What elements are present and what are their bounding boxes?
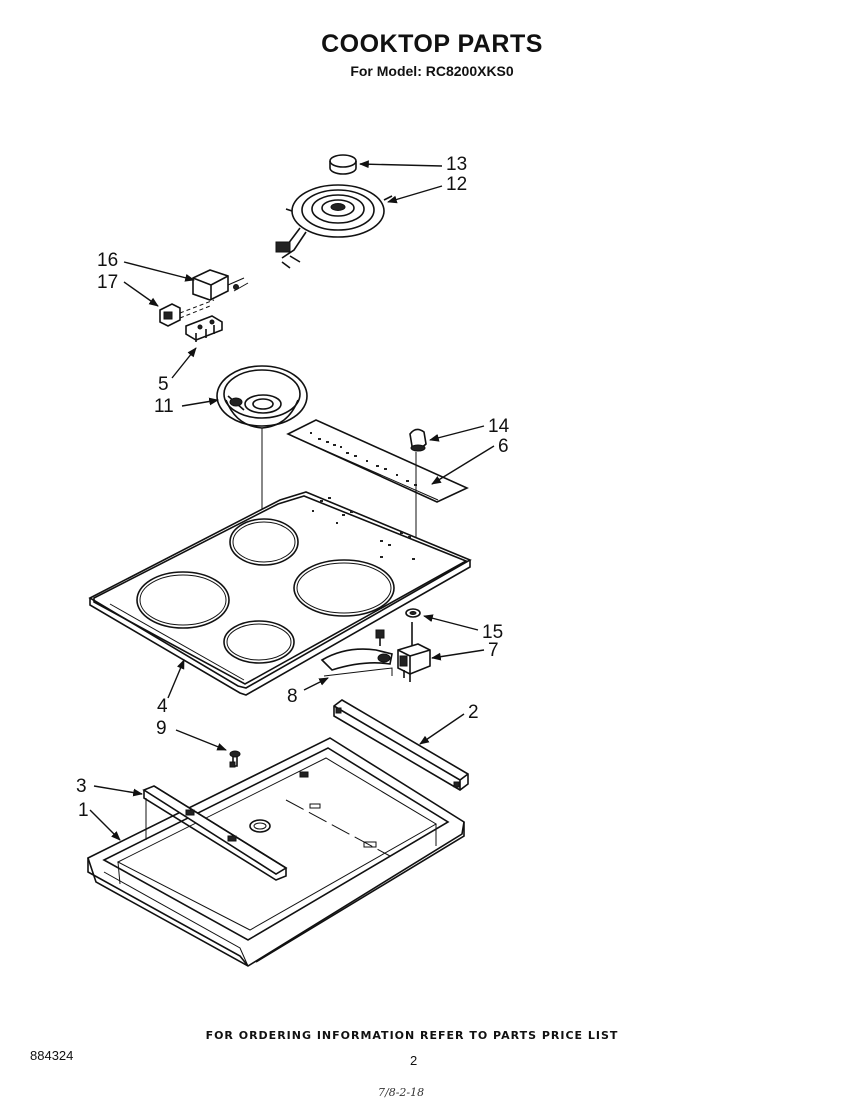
part-7-switch <box>397 622 431 682</box>
page-title: COOKTOP PARTS <box>321 30 543 58</box>
callout-16: 16 <box>97 250 118 271</box>
document-number: 884324 <box>30 1048 74 1063</box>
part-16-bracket <box>192 269 249 301</box>
part-11-drip-bowl <box>216 365 308 429</box>
callout-6: 6 <box>498 436 509 457</box>
callout-2: 2 <box>468 702 479 723</box>
part-14-indicator-light <box>409 428 427 452</box>
part-3-front-bracket <box>142 785 288 881</box>
callout-11: 11 <box>154 396 174 417</box>
part-15-washer <box>405 608 421 618</box>
callout-3: 3 <box>76 776 87 797</box>
part-4-cooktop <box>88 491 472 696</box>
callout-leaders <box>89 160 495 841</box>
callout-4: 4 <box>157 696 168 717</box>
page-number: 2 <box>410 1053 418 1068</box>
callout-7: 7 <box>488 640 499 661</box>
part-13-cap <box>329 154 357 175</box>
part-6-control-panel <box>286 419 469 503</box>
part-2-rear-bracket <box>333 699 469 791</box>
model-subtitle: For Model: RC8200XKS0 <box>350 63 514 79</box>
callout-14: 14 <box>488 416 510 437</box>
callout-17: 17 <box>97 272 118 293</box>
callout-12: 12 <box>446 174 467 195</box>
margin-note: 7/8-2-18 <box>378 1086 425 1099</box>
part-5-terminal-block <box>185 315 223 342</box>
callout-9: 9 <box>156 718 167 739</box>
callout-13: 13 <box>446 154 467 175</box>
part-1-burner-box <box>87 737 465 967</box>
part-8-wire-clip <box>320 629 393 677</box>
callout-1: 1 <box>78 800 89 821</box>
callout-8: 8 <box>287 686 298 707</box>
part-17-receptacle <box>159 299 215 327</box>
ordering-note: FOR ORDERING INFORMATION REFER TO PARTS … <box>205 1029 619 1042</box>
callout-5: 5 <box>158 374 169 395</box>
part-12-surface-element <box>275 184 393 269</box>
callout-15: 15 <box>482 622 503 643</box>
